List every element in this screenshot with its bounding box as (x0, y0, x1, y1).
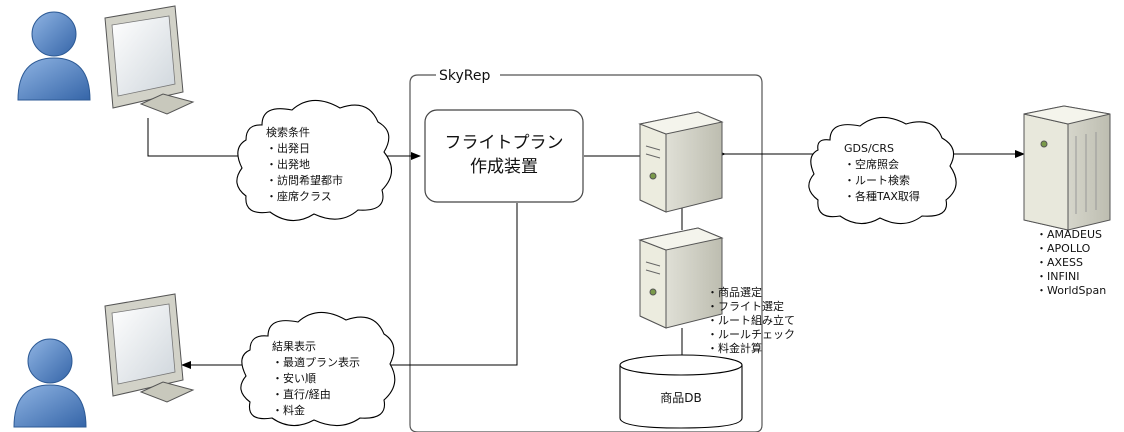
server-icon (638, 111, 724, 213)
result-cloud: 結果表示 ・最適プラン表示 ・安い順 ・直行/経由 ・料金 (240, 311, 396, 427)
flight-plan-generator-box: フライトプラン 作成装置 (424, 109, 584, 203)
gds-cloud-title: GDS/CRS (844, 142, 894, 155)
result-cloud-title: 結果表示 (272, 339, 316, 353)
database-label: 商品DB (660, 390, 701, 405)
gds-system-item: ・AXESS (1036, 256, 1083, 269)
result-item: ・最適プラン表示 (272, 355, 360, 369)
search-item: ・訪問希望都市 (266, 173, 343, 187)
gds-system-item: ・INFINI (1036, 270, 1080, 283)
gds-system-item: ・AMADEUS (1036, 228, 1102, 241)
user-icon (17, 11, 91, 101)
function-item: ・ルート組み立て (707, 313, 795, 327)
gds-system-item: ・APOLLO (1036, 242, 1091, 255)
gds-item: ・各種TAX取得 (844, 189, 920, 203)
search-item: ・出発日 (266, 141, 310, 155)
user-icon (13, 338, 87, 428)
function-item: ・ルールチェック (707, 328, 795, 341)
gds-item: ・ルート検索 (844, 173, 910, 187)
gds-system-list: ・AMADEUS ・APOLLO ・AXESS ・INFINI ・WorldSp… (1036, 228, 1106, 297)
function-list: ・商品選定 ・フライト選定 ・ルート組み立て ・ルールチェック ・料金計算 (707, 285, 795, 355)
result-item: ・料金 (272, 403, 305, 417)
function-item: ・フライト選定 (707, 299, 784, 313)
gds-server-tower-icon (1023, 105, 1111, 231)
database-icon: 商品DB (619, 354, 743, 429)
gds-system-item: ・WorldSpan (1036, 284, 1106, 297)
result-item: ・直行/経由 (272, 387, 331, 401)
function-item: ・商品選定 (707, 285, 762, 299)
skyrep-boundary: SkyRep (409, 68, 763, 432)
result-item: ・安い順 (272, 371, 316, 385)
flight-plan-label-2: 作成装置 (470, 157, 538, 177)
monitor-icon (104, 293, 195, 403)
search-cloud-title: 検索条件 (266, 125, 310, 139)
monitor-icon (104, 5, 195, 115)
search-item: ・出発地 (266, 157, 310, 171)
search-cloud: 検索条件 ・出発日 ・出発地 ・訪問希望都市 ・座席クラス (236, 99, 393, 222)
flight-plan-label-1: フライトプラン (445, 133, 564, 153)
server-icon (638, 227, 724, 329)
gds-item: ・空席照会 (844, 157, 899, 171)
search-item: ・座席クラス (266, 189, 332, 203)
function-item: ・料金計算 (707, 341, 762, 355)
skyrep-title: SkyRep (439, 68, 490, 84)
gds-cloud: GDS/CRS ・空席照会 ・ルート検索 ・各種TAX取得 (808, 116, 957, 225)
